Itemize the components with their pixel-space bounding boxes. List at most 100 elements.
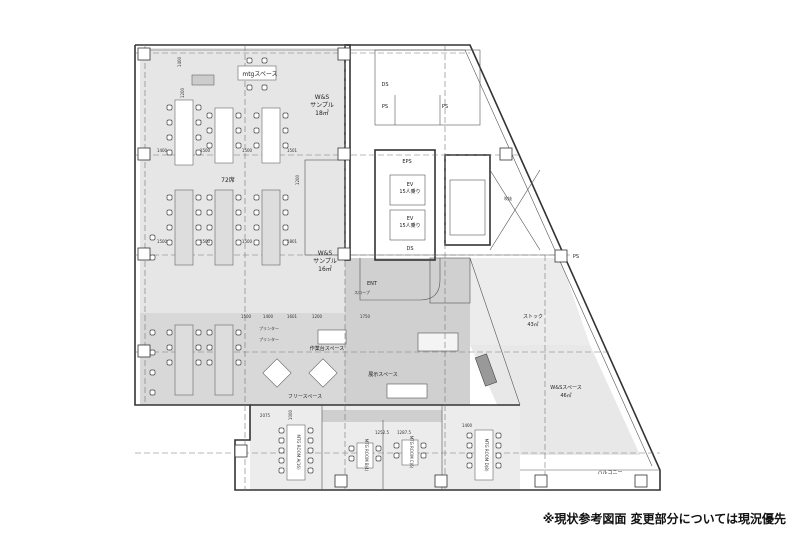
dimension: 1200 <box>312 314 323 319</box>
chair-icon <box>195 149 202 156</box>
ps-left-label: PS <box>382 104 388 110</box>
chair-icon <box>195 329 202 336</box>
ws-space-name: W&Sスペース <box>550 385 581 391</box>
chair-icon <box>166 119 173 126</box>
chair-icon <box>246 57 253 64</box>
chair-icon <box>282 239 289 246</box>
chair-icon <box>235 359 242 366</box>
ws-space-area: 46㎡ <box>560 392 571 399</box>
exhibit-label: 展示スペース <box>368 372 397 378</box>
chair-icon <box>195 344 202 351</box>
ps-center-label: PS <box>442 104 448 110</box>
chair-icon <box>235 239 242 246</box>
chair-icon <box>246 84 253 91</box>
slope-label: スロープ <box>354 289 370 295</box>
dimension: 1287.5 <box>397 430 411 435</box>
chair-icon <box>495 462 502 469</box>
mtg-room-b-label: MTG ROOM B(4) <box>364 439 369 472</box>
printer-1-label: プリンター <box>259 325 279 331</box>
chair-icon <box>166 359 173 366</box>
stock-name: ストック <box>523 314 543 320</box>
chair-icon <box>166 224 173 231</box>
chair-icon <box>149 234 156 241</box>
dimension: 1500 <box>200 239 211 244</box>
chair-icon <box>235 142 242 149</box>
chair-icon <box>253 239 260 246</box>
chair-icon <box>375 455 382 462</box>
ws-sample-1-area: 18㎡ <box>315 109 329 117</box>
seat-count: 72席 <box>221 176 235 184</box>
column-icon <box>499 147 513 161</box>
column-icon <box>554 249 568 263</box>
chair-icon <box>466 442 473 449</box>
chair-icon <box>166 134 173 141</box>
dimension: 1500 <box>157 239 168 244</box>
column-icon <box>334 474 348 488</box>
footer-note: ※現状参考図面 変更部分については現況優先 <box>542 512 786 526</box>
chair-icon <box>307 437 314 444</box>
chair-icon <box>282 142 289 149</box>
ws-sample-2-sub: サンプル <box>313 258 337 265</box>
structural-columns <box>137 47 648 488</box>
ws-sample-2-area: 16㎡ <box>318 265 332 273</box>
chair-icon <box>420 442 427 449</box>
dimension: 1000 <box>288 409 293 420</box>
ev2-name: EV <box>407 216 414 222</box>
chair-icon <box>278 427 285 434</box>
chair-icon <box>307 447 314 454</box>
dimension: 1601 <box>287 314 298 319</box>
walls <box>134 44 661 491</box>
dimension: 2075 <box>260 413 271 418</box>
ds-bottom-label: DS <box>406 246 413 252</box>
chair-icon <box>235 127 242 134</box>
dimension: 1200 <box>295 174 300 185</box>
chair-icon <box>166 329 173 336</box>
ev1-name: EV <box>407 182 414 188</box>
chair-icon <box>253 209 260 216</box>
dimension: 1400 <box>157 148 168 153</box>
ps-right-label: PS <box>573 254 579 260</box>
chair-icon <box>149 389 156 396</box>
chair-icon <box>348 445 355 452</box>
chair-icon <box>195 194 202 201</box>
chair-icon <box>166 209 173 216</box>
dimension-labels: 1400 1200 1400 1500 1500 1501 1200 1500 … <box>157 56 473 435</box>
column-icon <box>337 47 351 61</box>
chair-icon <box>166 149 173 156</box>
chair-icon <box>166 194 173 201</box>
chair-icon <box>278 457 285 464</box>
chair-icon <box>166 239 173 246</box>
dimension: 1400 <box>462 423 473 428</box>
chair-icon <box>466 432 473 439</box>
chair-icon <box>206 359 213 366</box>
dimension: 1501 <box>287 148 298 153</box>
dimension: 1500 <box>242 239 253 244</box>
chair-icon <box>253 224 260 231</box>
printer-2-label: プリンター <box>259 336 279 342</box>
chair-icon <box>261 57 268 64</box>
chair-icon <box>195 104 202 111</box>
room-labels: mtgスペース W&S サンプル 18㎡ 72席 W&S サンプル 16㎡ DS… <box>221 71 622 476</box>
chair-icon <box>166 344 173 351</box>
chair-icon <box>253 127 260 134</box>
chair-icon <box>393 452 400 459</box>
dimension: 1400 <box>263 314 274 319</box>
chair-icon <box>282 112 289 119</box>
dimension: 1750 <box>360 314 371 319</box>
column-icon <box>337 147 351 161</box>
column-icon <box>434 474 448 488</box>
chair-icon <box>348 455 355 462</box>
chair-icon <box>261 84 268 91</box>
chair-icon <box>206 112 213 119</box>
mtg-room-d-label: MTG ROOM D(8) <box>484 439 489 472</box>
chair-icon <box>206 239 213 246</box>
chair-icon <box>278 467 285 474</box>
ws-sample-1-name: W&S <box>315 94 330 101</box>
dimension: 1500 <box>241 314 252 319</box>
column-icon <box>234 444 248 458</box>
column-icon <box>634 474 648 488</box>
mtg-room-a-label: MTG ROOM A(16) <box>296 434 301 469</box>
column-icon <box>137 344 151 358</box>
eps-label: EPS <box>402 159 411 165</box>
chair-icon <box>307 457 314 464</box>
